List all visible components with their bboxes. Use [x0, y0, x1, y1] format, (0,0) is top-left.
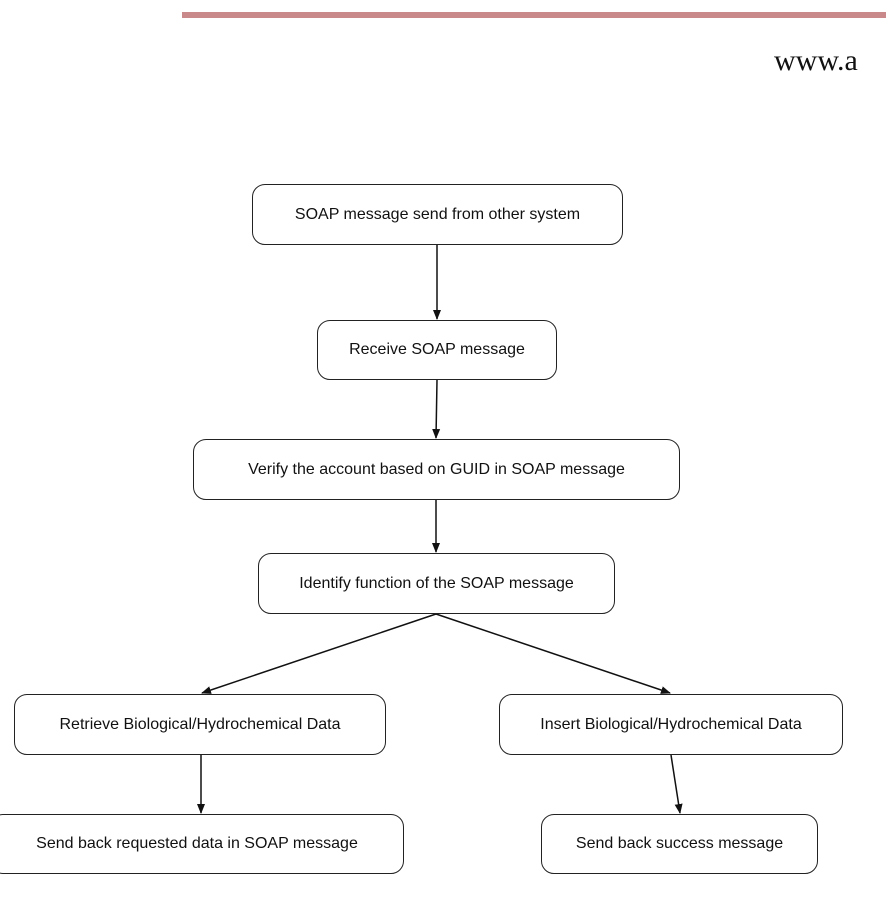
node-send-requested-data: Send back requested data in SOAP message	[0, 814, 404, 874]
header-rule	[182, 12, 886, 18]
node-verify-account: Verify the account based on GUID in SOAP…	[193, 439, 680, 500]
node-label: Retrieve Biological/Hydrochemical Data	[59, 715, 341, 733]
node-label: Send back success message	[575, 835, 784, 852]
node-identify-function: Identify function of the SOAP message	[258, 553, 615, 614]
edge-n2-n3	[432, 379, 441, 439]
node-label: Insert Biological/Hydrochemical Data	[540, 715, 802, 733]
node-label: Verify the account based on GUID in SOAP…	[248, 460, 625, 478]
node-label: Identify function of the SOAP message	[299, 574, 574, 592]
node-label: Send back requested data in SOAP message	[36, 835, 358, 852]
header-url: www.a	[774, 44, 858, 77]
edge-n4-n6	[435, 613, 671, 694]
node-label: Receive SOAP message	[349, 341, 525, 358]
node-label: SOAP message send from other system	[294, 205, 581, 223]
edge-n4-n5	[201, 613, 437, 694]
node-send-success-message: Send back success message	[541, 814, 818, 874]
edge-n6-n8	[670, 754, 683, 814]
node-soap-message-send: SOAP message send from other system	[252, 184, 623, 245]
node-insert-data: Insert Biological/Hydrochemical Data	[499, 694, 843, 755]
node-receive-soap-message: Receive SOAP message	[317, 320, 557, 380]
node-retrieve-data: Retrieve Biological/Hydrochemical Data	[14, 694, 386, 755]
